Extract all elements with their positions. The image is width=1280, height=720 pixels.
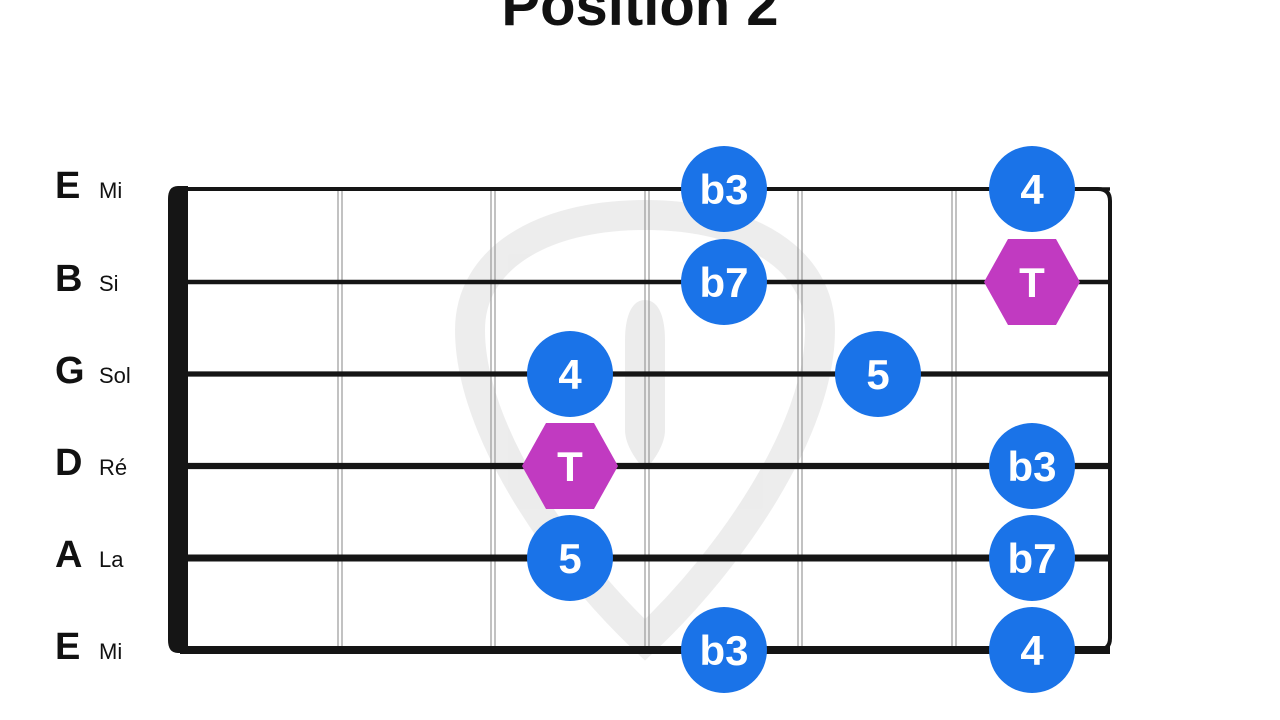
root-note-marker: T — [984, 239, 1080, 325]
note-marker: 4 — [989, 146, 1075, 232]
note-marker: b3 — [989, 423, 1075, 509]
note-label: b3 — [699, 166, 748, 213]
note-marker: b7 — [989, 515, 1075, 601]
note-marker: b3 — [681, 607, 767, 693]
string-name: Si — [99, 271, 119, 296]
hexagon-shape — [984, 239, 1080, 325]
string-letter: E — [55, 626, 81, 668]
note-marker: b3 — [681, 146, 767, 232]
circle-shape — [527, 331, 613, 417]
nut — [168, 186, 188, 653]
circle-shape — [989, 607, 1075, 693]
note-marker: b7 — [681, 239, 767, 325]
note-label: 4 — [558, 351, 582, 398]
string-label: E Mi — [55, 626, 123, 668]
note-label: b3 — [1007, 443, 1056, 490]
note-label: 4 — [1020, 166, 1044, 213]
note-marker: 4 — [527, 331, 613, 417]
string-name: Sol — [99, 363, 131, 388]
note-marker: 5 — [835, 331, 921, 417]
note-marker: 5 — [527, 515, 613, 601]
page-title: Position 2 — [501, 0, 779, 38]
note-label: T — [1019, 259, 1045, 306]
note-label: 5 — [558, 535, 581, 582]
string-letter: G — [55, 350, 85, 392]
string-name: Mi — [99, 639, 123, 664]
note-label: b7 — [699, 259, 748, 306]
root-note-marker: T — [522, 423, 618, 509]
string-label: B Si — [55, 258, 119, 300]
circle-shape — [681, 239, 767, 325]
string-letter: B — [55, 258, 83, 300]
fret-wire — [951, 189, 957, 650]
circle-shape — [681, 146, 767, 232]
fret-wire — [337, 189, 343, 650]
note-label: 4 — [1020, 627, 1044, 674]
circle-shape — [989, 423, 1075, 509]
circle-shape — [989, 515, 1075, 601]
string-name: La — [99, 547, 124, 572]
string-letter: E — [55, 165, 81, 207]
fret-wire — [797, 189, 803, 650]
string-letter: A — [55, 534, 83, 576]
circle-shape — [835, 331, 921, 417]
note-label: b3 — [699, 627, 748, 674]
note-marker: 4 — [989, 607, 1075, 693]
circle-shape — [989, 146, 1075, 232]
circle-shape — [527, 515, 613, 601]
fret-wire — [490, 189, 496, 650]
string-name: Ré — [99, 455, 128, 480]
note-label: b7 — [1007, 535, 1056, 582]
note-label: T — [557, 443, 583, 490]
note-label: 5 — [866, 351, 889, 398]
fret-wire — [644, 189, 650, 650]
circle-shape — [681, 607, 767, 693]
string-label: G Sol — [55, 350, 131, 392]
string-letter: D — [55, 442, 83, 484]
string-label: D Ré — [55, 442, 128, 484]
string-label: A La — [55, 534, 124, 576]
string-label: E Mi — [55, 165, 123, 207]
string-name: Mi — [99, 178, 123, 203]
hexagon-shape — [522, 423, 618, 509]
